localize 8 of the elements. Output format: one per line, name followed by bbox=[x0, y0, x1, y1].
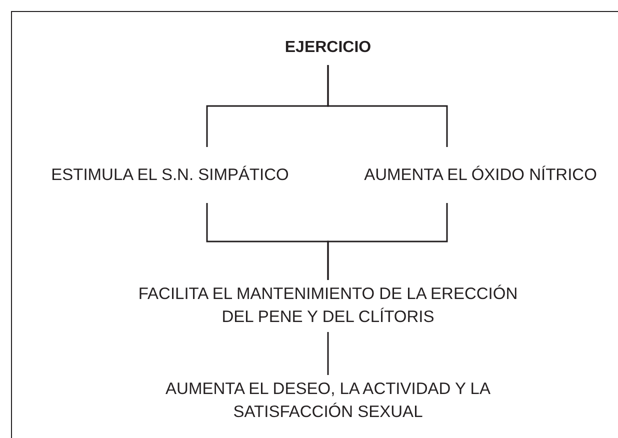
connector-line bbox=[327, 332, 329, 375]
node-text: ESTIMULA EL S.N. SIMPÁTICO bbox=[51, 164, 289, 186]
connector-line bbox=[327, 65, 448, 147]
node-text: AUMENTA EL DESEO, LA ACTIVIDAD Y LA SATISFACCIÓN SEXUAL bbox=[164, 379, 492, 423]
node-text: FACILITA EL MANTENIMIENTO DE LA ERECCIÓN DEL PENE Y DEL CLÍTORIS bbox=[138, 284, 518, 328]
node-text: EJERCICIO bbox=[284, 38, 372, 58]
node-text: AUMENTA EL ÓXIDO NÍTRICO bbox=[364, 164, 597, 186]
connector-line bbox=[327, 203, 448, 280]
